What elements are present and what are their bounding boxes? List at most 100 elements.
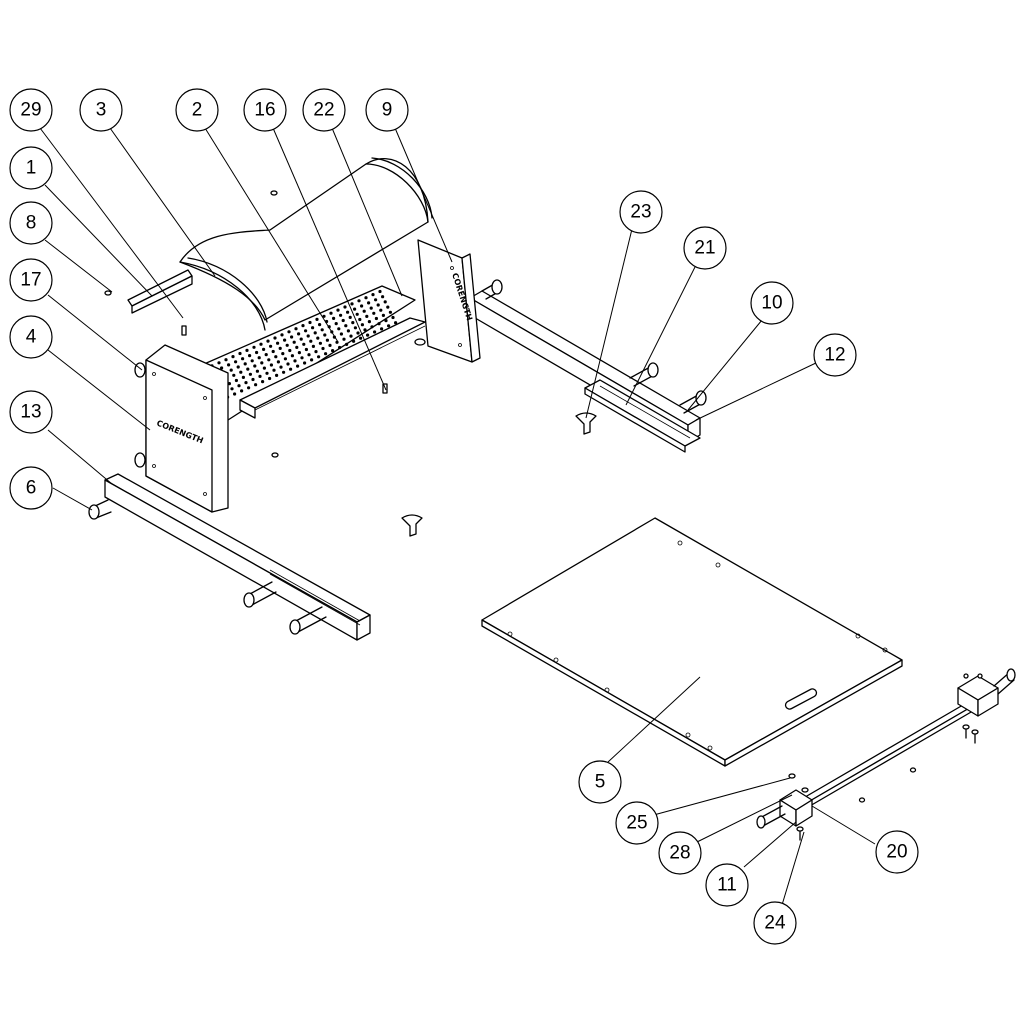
- perforation-hole: [346, 310, 350, 314]
- perforation-hole: [332, 316, 336, 320]
- callout-label: 22: [313, 100, 334, 121]
- arm-block-left: [756, 789, 813, 829]
- perforation-hole: [269, 363, 273, 367]
- perforation-hole: [336, 308, 340, 312]
- perforation-hole: [313, 331, 317, 335]
- perforation-hole: [309, 339, 313, 343]
- perforation-hole: [287, 330, 291, 334]
- perforation-hole: [366, 333, 370, 337]
- perforation-hole: [339, 313, 343, 317]
- perforation-hole: [233, 392, 237, 396]
- perforation-hole: [251, 377, 255, 382]
- perforation-hole: [276, 360, 280, 364]
- perforation-hole: [232, 373, 236, 377]
- callout: 12: [813, 333, 857, 377]
- callout-label: 4: [26, 327, 37, 348]
- perforation-hole: [266, 339, 270, 343]
- perforation-hole: [329, 311, 333, 315]
- perforation-hole: [253, 364, 257, 368]
- perforation-hole: [353, 326, 357, 330]
- perforation-hole: [357, 299, 361, 303]
- callout-label: 25: [626, 813, 647, 834]
- perforation-hole: [343, 305, 347, 309]
- perforation-hole: [322, 314, 326, 318]
- perforation-hole: [304, 329, 308, 333]
- perforation-hole: [269, 344, 273, 348]
- perforation-hole: [290, 354, 294, 358]
- perforation-hole: [290, 335, 294, 339]
- perforation-hole: [379, 308, 383, 312]
- perforation-hole: [359, 336, 363, 340]
- perforation-hole: [373, 330, 377, 334]
- callout: 16: [243, 88, 287, 132]
- perforation-hole: [362, 309, 366, 313]
- callout-label: 20: [886, 842, 907, 863]
- perforation-hole: [292, 340, 296, 344]
- perforation-hole: [360, 323, 364, 327]
- perforation-hole: [371, 293, 375, 297]
- perforation-hole: [283, 338, 287, 342]
- callout-label: 16: [254, 100, 275, 121]
- perforation-hole: [260, 361, 264, 365]
- perforation-hole: [314, 350, 318, 354]
- callout: 28: [658, 831, 702, 875]
- perforation-hole: [345, 342, 349, 346]
- callout: 1: [9, 146, 53, 190]
- perforation-hole: [374, 298, 378, 302]
- perforation-hole: [234, 378, 238, 383]
- front-peg: [289, 606, 327, 635]
- callout-label: 6: [26, 478, 37, 499]
- callout-label: 12: [824, 345, 845, 366]
- perforation-hole: [307, 353, 311, 357]
- callout: 10: [750, 281, 794, 325]
- perforation-hole: [239, 370, 243, 374]
- perforation-hole: [248, 354, 252, 358]
- perforation-hole: [265, 371, 269, 375]
- perforation-hole: [300, 356, 304, 360]
- perforation-hole: [299, 337, 303, 341]
- front-peg: [243, 581, 277, 608]
- perforation-hole: [324, 352, 328, 356]
- base-plate: [481, 517, 903, 767]
- roller-pad: [179, 157, 433, 331]
- extension-arm: [799, 697, 979, 811]
- perforation-hole: [350, 302, 354, 306]
- front-peg: [88, 499, 112, 520]
- perforation-hole: [234, 360, 238, 364]
- perforation-hole: [353, 307, 357, 311]
- perforation-hole: [259, 342, 263, 346]
- perforation-hole: [381, 295, 385, 299]
- rear-peg: [481, 279, 503, 300]
- perforation-hole: [280, 333, 284, 337]
- perforation-hole: [308, 320, 312, 325]
- perforation-hole: [297, 351, 301, 355]
- callout-label: 10: [761, 293, 782, 314]
- perforation-hole: [356, 331, 360, 335]
- callout: 11: [705, 863, 749, 907]
- perforation-hole: [248, 372, 252, 376]
- arm-block-right: [957, 668, 1016, 717]
- perforation-hole: [331, 349, 335, 353]
- perforation-hole: [352, 339, 356, 343]
- callout-label: 9: [382, 100, 393, 121]
- perforation-hole: [293, 359, 297, 363]
- perforation-hole: [262, 347, 266, 351]
- perforation-hole: [302, 342, 306, 346]
- perforation-hole: [325, 338, 329, 342]
- callout: 29: [9, 88, 53, 132]
- perforation-hole: [273, 336, 277, 340]
- perforation-hole: [254, 383, 258, 387]
- perforation-hole: [320, 328, 324, 332]
- perforation-hole: [250, 359, 254, 363]
- callout: 13: [9, 390, 53, 434]
- handle-knob: [575, 412, 597, 435]
- perforation-hole: [317, 355, 321, 359]
- callout: 6: [9, 466, 53, 510]
- callout: 4: [9, 315, 53, 359]
- callout-label: 11: [717, 875, 737, 896]
- callout-label: 29: [20, 100, 41, 121]
- callout-label: 13: [20, 402, 41, 423]
- perforation-hole: [220, 366, 224, 370]
- perforation-hole: [369, 306, 373, 310]
